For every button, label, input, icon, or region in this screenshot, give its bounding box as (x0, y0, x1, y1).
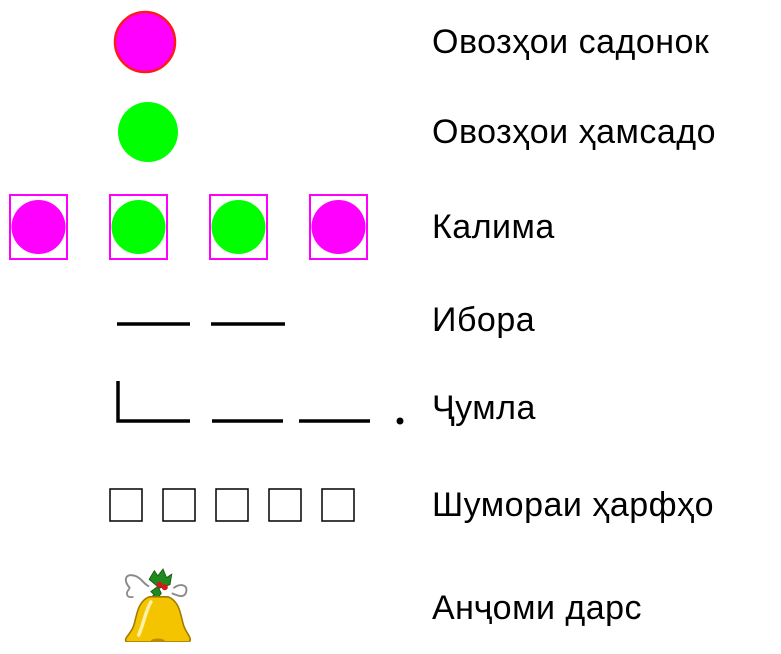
sentence-symbol (116, 381, 404, 425)
vowel-circle-icon (11, 200, 66, 254)
letter-square-icon (109, 488, 143, 522)
consonant-circle-icon (111, 200, 166, 254)
word-box-1 (9, 194, 68, 260)
phrase-symbol (117, 322, 285, 326)
legend-label-lesson-end: Анҷоми дарс (432, 589, 643, 627)
legend-row-lesson-end: Анҷоми дарс (0, 562, 781, 654)
legend-label-word: Калима (432, 208, 555, 246)
vowel-symbol (113, 10, 177, 74)
legend-row-vowel: Овозҳои садонок (0, 2, 781, 82)
vowel-circle-icon (113, 10, 177, 74)
consonant-circle-icon (118, 102, 178, 162)
legend-label-vowel: Овозҳои садонок (432, 23, 710, 61)
word-box-3 (209, 194, 268, 260)
legend-row-phrase: Ибора (0, 280, 781, 360)
legend-label-sentence: Ҷумла (432, 389, 536, 427)
letter-square-icon (162, 488, 196, 522)
letter-square-icon (268, 488, 302, 522)
word-symbol (9, 194, 368, 260)
letter-count-symbol (109, 488, 355, 522)
legend-label-phrase: Ибора (432, 301, 536, 339)
vowel-circle-icon (311, 200, 366, 254)
legend-label-letter-count: Шумораи ҳарфҳо (432, 486, 715, 524)
legend-row-word: Калима (0, 187, 781, 267)
bell-icon (124, 568, 192, 642)
consonant-circle-icon (211, 200, 266, 254)
word-box-2 (109, 194, 168, 260)
legend-label-consonant: Овозҳои ҳамсадо (432, 113, 717, 151)
word-box-4 (309, 194, 368, 260)
letter-square-icon (321, 488, 355, 522)
sentence-period-icon (396, 417, 404, 425)
letter-square-icon (215, 488, 249, 522)
legend-row-letter-count: Шумораи ҳарфҳо (0, 465, 781, 545)
legend-row-consonant: Овозҳои ҳамсадо (0, 92, 781, 172)
sentence-start-line (116, 381, 190, 423)
legend-row-sentence: Ҷумла (0, 368, 781, 448)
consonant-symbol (118, 102, 178, 162)
